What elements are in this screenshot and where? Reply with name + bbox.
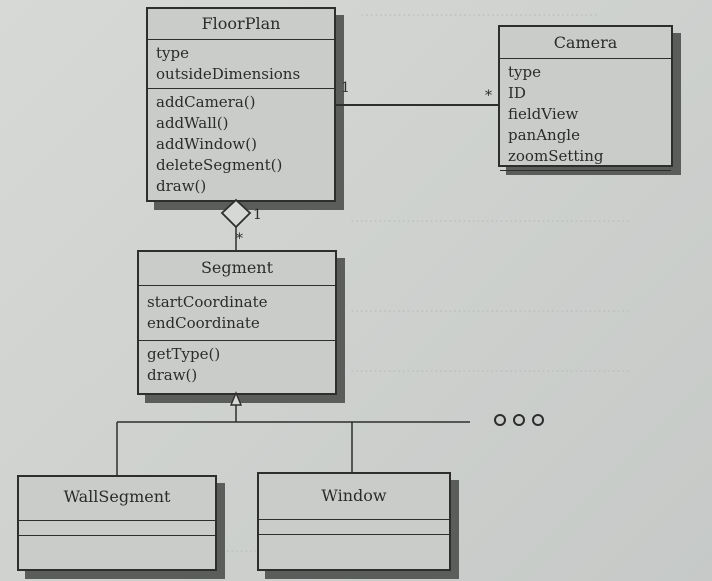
window-class: Window — [257, 472, 451, 571]
ellipsis-dot — [532, 414, 544, 426]
window-attributes — [259, 520, 449, 535]
wallsegment-attributes — [19, 521, 215, 536]
inheritance-arrowhead — [229, 391, 243, 406]
floorplan-class-name: FloorPlan — [148, 9, 334, 40]
floorplan-op-add-window: addWindow() — [156, 135, 257, 153]
multiplicity-floorplan-camera-left: 1 — [341, 80, 350, 96]
floorplan-attributes: type outsideDimensions — [148, 40, 334, 89]
camera-attributes: type ID fieldView panAngle zoomSetting — [500, 59, 671, 171]
segment-attr-end-coordinate: endCoordinate — [147, 314, 260, 332]
ellipsis-dot — [494, 414, 506, 426]
floorplan-attr-type: type — [156, 44, 189, 62]
camera-attr-type: type — [508, 63, 541, 81]
wallsegment-class: WallSegment — [17, 475, 217, 571]
segment-attr-start-coordinate: startCoordinate — [147, 293, 268, 311]
window-class-name: Window — [259, 474, 449, 520]
segment-op-draw: draw() — [147, 366, 198, 384]
floorplan-operations: addCamera() addWall() addWindow() delete… — [148, 89, 334, 200]
segment-attributes: startCoordinate endCoordinate — [139, 286, 335, 341]
ellipsis-dot — [513, 414, 525, 426]
segment-class: Segment startCoordinate endCoordinate ge… — [137, 250, 337, 395]
segment-op-get-type: getType() — [147, 345, 221, 363]
camera-class: Camera type ID fieldView panAngle zoomSe… — [498, 25, 673, 171]
floorplan-op-add-camera: addCamera() — [156, 93, 256, 111]
camera-attr-id: ID — [508, 84, 526, 102]
camera-attr-pan-angle: panAngle — [508, 126, 580, 144]
camera-attr-field-view: fieldView — [508, 105, 579, 123]
association-floorplan-camera-line — [336, 104, 500, 106]
segment-class-name: Segment — [139, 252, 335, 286]
multiplicity-floorplan-segment-top: 1 — [253, 207, 262, 223]
floorplan-op-delete-segment: deleteSegment() — [156, 156, 283, 174]
wallsegment-class-name: WallSegment — [19, 477, 215, 521]
floorplan-op-add-wall: addWall() — [156, 114, 229, 132]
camera-attr-zoom-setting: zoomSetting — [508, 147, 604, 165]
floorplan-attr-outside-dimensions: outsideDimensions — [156, 65, 301, 83]
multiplicity-floorplan-camera-right: * — [485, 88, 492, 104]
aggregation-diamond — [220, 198, 252, 229]
floorplan-class: FloorPlan type outsideDimensions addCame… — [146, 7, 336, 202]
camera-class-name: Camera — [500, 27, 671, 59]
floorplan-op-draw: draw() — [156, 177, 207, 195]
segment-operations: getType() draw() — [139, 341, 335, 389]
multiplicity-floorplan-segment-bottom: * — [236, 231, 243, 247]
